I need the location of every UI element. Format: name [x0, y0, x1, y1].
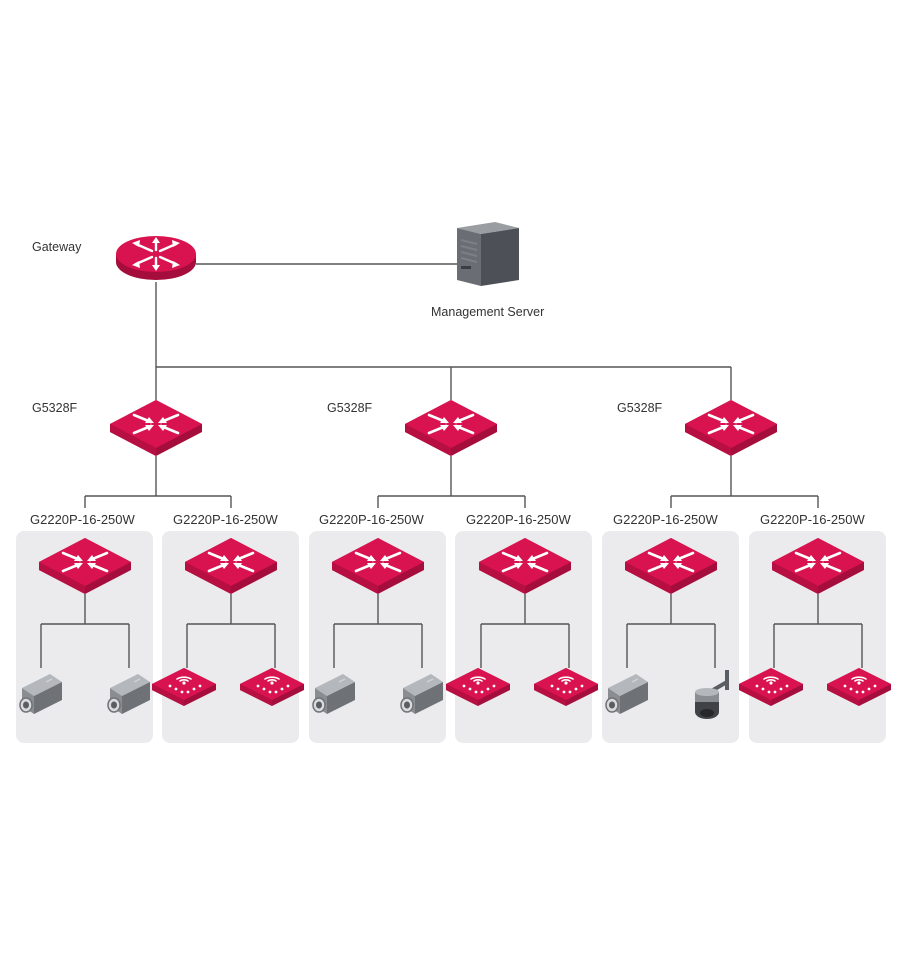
core-switch-label-3: G5328F [617, 401, 663, 415]
core-switch-icon [108, 398, 204, 458]
core-switch-icon [403, 398, 499, 458]
access-switch-label-5: G2220P-16-250W [613, 512, 719, 527]
access-switch-label-2: G2220P-16-250W [173, 512, 279, 527]
server-tower-icon [456, 221, 520, 287]
gateway-label: Gateway [32, 240, 82, 254]
access-switch-label-3: G2220P-16-250W [319, 512, 425, 527]
management-server-label: Management Server [431, 305, 544, 319]
gateway-router-icon [114, 234, 198, 282]
core-switch-label-2: G5328F [327, 401, 373, 415]
access-switch-label-6: G2220P-16-250W [760, 512, 866, 527]
access-switch-label-4: G2220P-16-250W [466, 512, 572, 527]
core-switch-label-1: G5328F [32, 401, 78, 415]
core-switch-icon [683, 398, 779, 458]
access-switch-label-1: G2220P-16-250W [30, 512, 136, 527]
